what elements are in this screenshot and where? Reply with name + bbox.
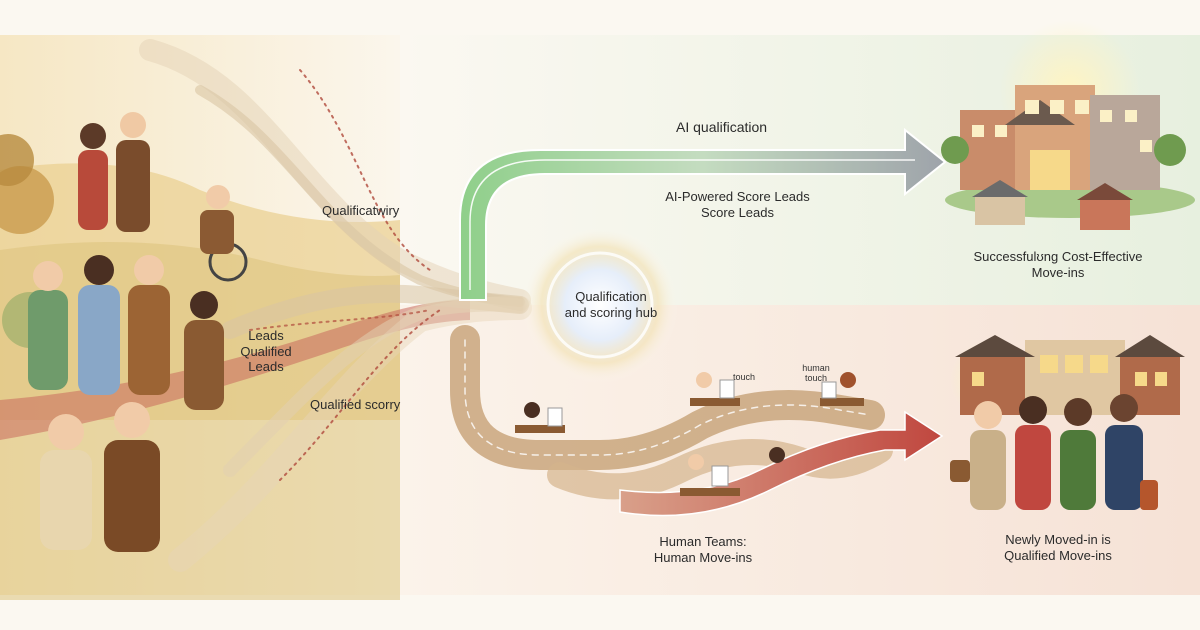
ai-score-leads-line: Score Leads (701, 204, 774, 220)
person (104, 402, 160, 552)
ai-score-leads-line: AI-Powered Score Leads (665, 189, 810, 204)
hub-label-line: and scoring hub (564, 304, 658, 320)
cost-effective-caption-line: Successfulʊng Cost-Effective (973, 249, 1143, 264)
move-in-building-and-residents (950, 335, 1185, 510)
person (116, 112, 150, 232)
qualified-scorry-label: Qualified scorry (310, 397, 401, 412)
leads-label-line: Qualified (240, 343, 292, 359)
ai-qualification-label: AI qualification (676, 119, 768, 135)
people-group-left (28, 112, 248, 552)
person (78, 123, 108, 230)
hub-glow (522, 227, 678, 383)
leads-label-line: Leads (248, 328, 284, 343)
lead-stream-red (0, 300, 470, 440)
human-touch-line: human (802, 363, 830, 373)
qualified-move-ins-line: Newly Moved-in is (1005, 532, 1111, 547)
cost-effective-caption-line: Move-ins (1031, 264, 1085, 280)
human-touch-label: human touch (796, 363, 836, 384)
wheelchair-person (200, 185, 248, 282)
leads-label-line: Leads (248, 359, 284, 375)
leads-label: Leads Qualified Leads (236, 328, 296, 375)
human-teams-line: Human Move-ins (653, 549, 753, 565)
human-team-path (450, 325, 893, 500)
human-teams-line: Human Teams: (659, 534, 747, 549)
staff-desk (690, 372, 740, 406)
ai-qualification-arrow (459, 127, 947, 301)
hub-label-line: Qualification (575, 289, 647, 304)
human-teams-label: Human Teams: Human Move-ins (633, 534, 773, 565)
human-touch-line: touch (804, 372, 828, 383)
touch-label: touch (733, 372, 756, 382)
qualified-move-ins-line: Qualified Move-ins (1004, 547, 1112, 563)
qualificatwiry-label: Qualificatwiry (322, 203, 400, 218)
staff-desk (680, 447, 785, 496)
person (28, 261, 68, 390)
staff-desk (820, 372, 864, 406)
senior-community-buildings (941, 20, 1195, 230)
ai-score-leads-label: AI-Powered Score Leads Score Leads (650, 189, 825, 220)
person (78, 255, 120, 395)
staff-desk (515, 402, 565, 433)
cost-effective-move-ins-caption: Successfulʊng Cost-Effective Move-ins (958, 249, 1158, 280)
qualified-move-ins-caption: Newly Moved-in is Qualified Move-ins (983, 532, 1133, 563)
hub-label: Qualification and scoring hub (555, 289, 667, 320)
hub-ring (546, 251, 654, 359)
person (40, 414, 92, 550)
human-team-staff (515, 372, 864, 496)
person (184, 291, 224, 410)
person (128, 255, 170, 395)
